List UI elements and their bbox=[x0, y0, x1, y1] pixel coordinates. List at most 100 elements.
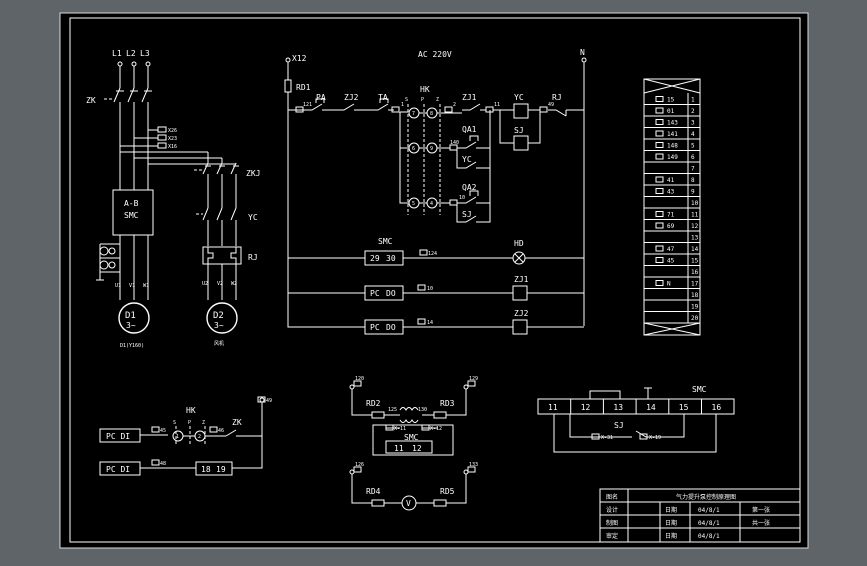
svg-text:11: 11 bbox=[394, 444, 404, 453]
label-l2: L2 bbox=[126, 49, 136, 58]
motor-d2-symbol bbox=[206, 302, 238, 334]
svg-text:14: 14 bbox=[427, 320, 433, 326]
strip-row-label: 45 bbox=[667, 258, 675, 265]
svg-text:48: 48 bbox=[160, 461, 166, 467]
svg-text:133: 133 bbox=[469, 462, 478, 468]
strip-row-label: 143 bbox=[667, 120, 678, 127]
svg-text:ZJ1: ZJ1 bbox=[462, 93, 477, 102]
svg-text:SJ: SJ bbox=[462, 210, 472, 219]
strip-row-number: 8 bbox=[691, 177, 695, 184]
svg-text:ZK: ZK bbox=[232, 418, 242, 427]
svg-text:TA: TA bbox=[378, 93, 388, 102]
svg-text:12: 12 bbox=[412, 444, 422, 453]
strip-row-number: 5 bbox=[691, 143, 695, 150]
svg-text:HK: HK bbox=[186, 406, 196, 415]
strip-row-terminal bbox=[655, 211, 664, 217]
svg-text:S: S bbox=[173, 420, 176, 426]
strip-row-terminal bbox=[655, 257, 664, 263]
strip-row-terminal bbox=[655, 153, 664, 160]
svg-text:1: 1 bbox=[401, 102, 404, 108]
label-yc: YC bbox=[248, 213, 258, 222]
strip-row-number: 1 bbox=[691, 97, 695, 104]
svg-text:130: 130 bbox=[418, 407, 427, 413]
svg-text:ZJ2: ZJ2 bbox=[344, 93, 359, 102]
strip-row-label: 149 bbox=[667, 154, 678, 161]
svg-text:RD4: RD4 bbox=[366, 487, 381, 496]
strip-row-number: 17 bbox=[691, 281, 699, 288]
svg-text:D1(Y160): D1(Y160) bbox=[120, 343, 144, 349]
label-d2: D2 bbox=[213, 311, 224, 321]
smc-terminal: 11 bbox=[548, 403, 558, 412]
svg-text:5: 5 bbox=[412, 201, 415, 207]
strip-row-number: 16 bbox=[691, 269, 699, 276]
strip-row-number: 7 bbox=[691, 166, 695, 173]
title-sheet: 第一张 bbox=[752, 506, 770, 514]
strip-row-terminal bbox=[655, 280, 664, 286]
svg-text:U1: U1 bbox=[115, 283, 121, 289]
drawing-sheet bbox=[59, 12, 809, 549]
strip-row-number: 18 bbox=[691, 292, 699, 299]
svg-text:P: P bbox=[421, 97, 424, 103]
svg-text:X12: X12 bbox=[292, 54, 307, 63]
svg-text:120: 120 bbox=[355, 376, 364, 382]
label-d1: D1 bbox=[125, 311, 136, 321]
svg-text:45: 45 bbox=[160, 428, 166, 434]
title-date: 04/8/1 bbox=[698, 507, 720, 514]
strip-row-number: 2 bbox=[691, 108, 695, 115]
svg-text:30: 30 bbox=[386, 254, 396, 263]
control-circuit: X12 AC 220V N RD1 121 PA ZJ2 TA 1 HK S P… bbox=[284, 48, 587, 335]
svg-text:Z: Z bbox=[436, 97, 439, 103]
title-role: 制图 bbox=[606, 519, 618, 527]
title-sheet: 共一张 bbox=[752, 519, 770, 527]
label-ac220: AC 220V bbox=[418, 50, 452, 59]
strip-row-terminal bbox=[655, 130, 664, 137]
strip-row-number: 3 bbox=[691, 120, 695, 127]
svg-text:10: 10 bbox=[459, 195, 465, 201]
strip-row-number: 19 bbox=[691, 304, 699, 311]
label-zkj: ZKJ bbox=[246, 169, 260, 178]
svg-text:49: 49 bbox=[548, 102, 554, 108]
svg-text:3~: 3~ bbox=[214, 321, 224, 330]
svg-text:RD5: RD5 bbox=[440, 487, 455, 496]
title-date: 04/8/1 bbox=[698, 533, 720, 540]
strip-row-number: 12 bbox=[691, 223, 699, 230]
strip-row-label: 69 bbox=[667, 223, 675, 230]
hk-input-circuit: PC DI 45 HK S P Z 1 2 46 ZK 49 PC DI 48 … bbox=[99, 396, 272, 476]
meter-circuit: 120 129 RD2 125 RD3 130 X-11 X-12 SMC 11… bbox=[349, 376, 478, 511]
svg-text:PC: PC bbox=[370, 323, 380, 332]
svg-text:DO: DO bbox=[386, 323, 396, 332]
svg-text:8: 8 bbox=[430, 111, 433, 117]
svg-text:PC DI: PC DI bbox=[106, 432, 130, 441]
svg-text:RD3: RD3 bbox=[440, 399, 455, 408]
svg-text:SJ: SJ bbox=[514, 126, 524, 135]
svg-text:1: 1 bbox=[176, 434, 179, 440]
strip-row-number: 4 bbox=[691, 131, 695, 138]
strip-row-number: 11 bbox=[691, 212, 699, 219]
svg-text:S: S bbox=[405, 97, 408, 103]
strip-row-terminal bbox=[655, 188, 664, 194]
svg-text:DO: DO bbox=[386, 289, 396, 298]
svg-text:V2: V2 bbox=[217, 281, 223, 287]
svg-text:W2: W2 bbox=[231, 281, 237, 287]
svg-text:HK: HK bbox=[420, 85, 430, 94]
svg-text:4: 4 bbox=[430, 201, 433, 207]
svg-text:3~: 3~ bbox=[126, 321, 136, 330]
svg-text:121: 121 bbox=[303, 102, 312, 108]
voltmeter-symbol bbox=[401, 495, 417, 511]
svg-text:RD1: RD1 bbox=[296, 83, 311, 92]
smc-11-12-box bbox=[372, 424, 454, 456]
terminal-strip: 1152013143414151486149784194310117112691… bbox=[643, 78, 701, 336]
label-l3: L3 bbox=[140, 49, 150, 58]
strip-row-label: 47 bbox=[667, 246, 675, 253]
svg-text:2: 2 bbox=[198, 434, 201, 440]
svg-text:18: 18 bbox=[201, 465, 211, 474]
smc-terminal: 14 bbox=[646, 403, 656, 412]
svg-text:SMC: SMC bbox=[378, 237, 393, 246]
strip-row-terminal bbox=[655, 107, 664, 114]
drawing-title: 气力提升泵控制原理图 bbox=[676, 493, 736, 501]
strip-row-terminal bbox=[655, 245, 664, 252]
strip-row-number: 20 bbox=[691, 315, 699, 322]
